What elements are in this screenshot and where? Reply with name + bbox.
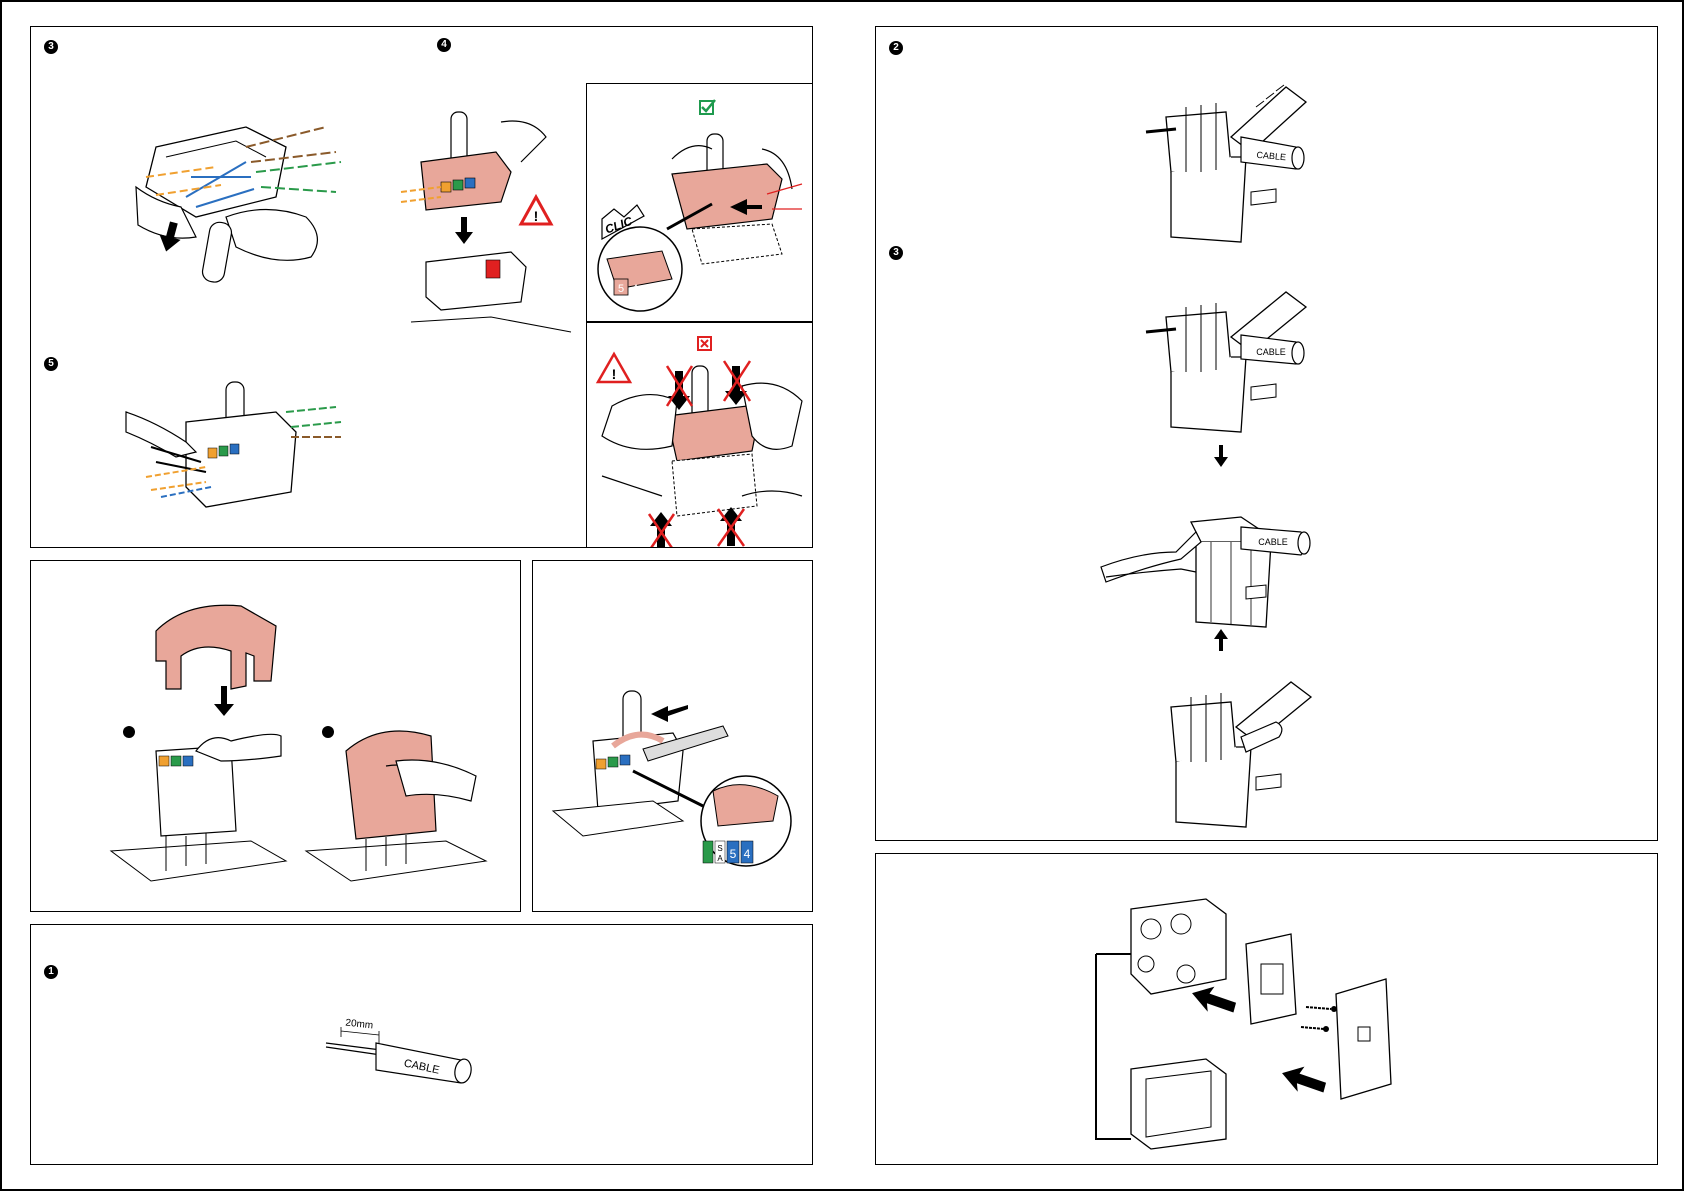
strip-length-label: 20mm <box>345 1018 374 1032</box>
illustration-without-cover <box>111 721 291 901</box>
illustration-connector-cable-inserted: CABLE <box>1146 287 1326 447</box>
panel-correct-incorrect: 5 4 CLIC ! <box>586 83 813 548</box>
illustration-correct-click: 5 4 CLIC <box>592 119 812 314</box>
pin-s-label: S <box>717 844 722 853</box>
step-number-4: 4 <box>437 38 451 52</box>
step-number-1: 1 <box>44 965 58 979</box>
cable-tag-label: CABLE <box>1256 347 1286 357</box>
arrow-down-icon <box>214 686 234 716</box>
panel-cable-tie: S A 5 4 <box>532 560 813 912</box>
illustration-incorrect-press: ! <box>592 346 812 546</box>
illustration-wallbox-assembly <box>1086 899 1426 1149</box>
warning-icon: ! <box>521 197 551 224</box>
pin-a-label: A <box>717 854 723 863</box>
illustration-cut-wires <box>126 382 366 532</box>
illustration-connector-closed <box>1151 677 1331 841</box>
check-icon <box>699 98 717 116</box>
step-number-3: 3 <box>44 40 58 54</box>
pin-5-label: 5 <box>730 847 737 861</box>
divider <box>587 321 813 323</box>
pin-4-label: 4 <box>744 847 751 861</box>
panel-cover-placement <box>30 560 521 912</box>
illustration-closing-with-pliers: CABLE <box>1101 497 1331 647</box>
arrow-down-icon <box>1214 445 1228 467</box>
illustration-insert-connector: ! <box>401 92 581 332</box>
step-number-2: 2 <box>889 41 903 55</box>
pin-5-label: 5 <box>618 283 624 295</box>
svg-text:!: ! <box>534 208 539 224</box>
arrow-up-icon <box>1214 629 1228 651</box>
illustration-wiring-hands <box>126 107 366 287</box>
illustration-connector-open: CABLE <box>1146 77 1326 257</box>
illustration-with-cover <box>306 721 496 901</box>
panel-tool-steps: 2 3 CABLE CABLE <box>875 26 1658 841</box>
pin-4-label: 4 <box>632 283 638 295</box>
step-number-5: 5 <box>44 357 58 371</box>
panel-wiring-steps: 3 4 5 <box>30 26 813 548</box>
arrow-left-icon <box>651 705 688 722</box>
panel-strip-cable: 1 20mm CABLE <box>30 924 813 1165</box>
illustration-cable-strip: 20mm CABLE <box>321 1015 481 1105</box>
panel-wallbox-mounting <box>875 853 1658 1165</box>
step-number-3b: 3 <box>889 246 903 260</box>
svg-text:!: ! <box>612 366 617 382</box>
illustration-cover-part <box>146 601 286 691</box>
cable-tag-label: CABLE <box>1258 537 1288 547</box>
warning-icon: ! <box>598 354 630 382</box>
arrow-down-icon <box>455 217 473 244</box>
illustration-cable-tie: S A 5 4 <box>553 681 803 871</box>
